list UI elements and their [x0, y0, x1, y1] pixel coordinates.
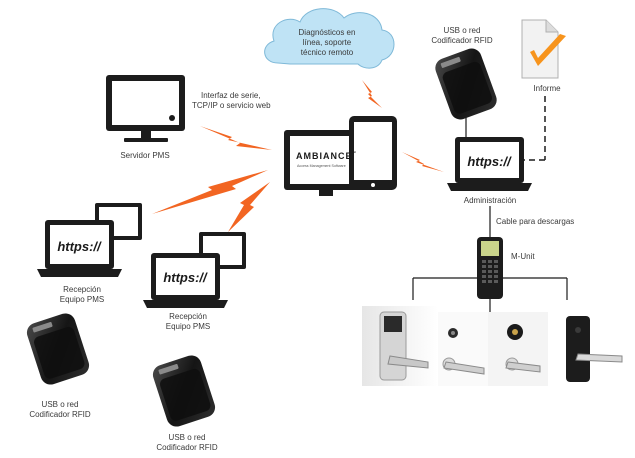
ambiance-logo: AMBIANCE: [296, 151, 353, 161]
reception-2-laptop-icon: [143, 253, 228, 308]
cloud-icon: [264, 8, 395, 69]
reception-1-url: https://: [57, 239, 102, 254]
reception-2-label-line-1: Recepción: [169, 312, 207, 321]
lock-connectors: [412, 277, 568, 314]
pms-server-label: Servidor PMS: [120, 151, 169, 160]
cloud-label-line-3: técnico remoto: [301, 48, 354, 57]
rfid-encoder-bottom-1-icon: [26, 313, 90, 385]
cloud-label-line-2: línea, soporte: [303, 38, 352, 47]
download-cable-label: Cable para descargas: [496, 217, 574, 226]
cloud-label-line-1: Diagnósticos en: [299, 28, 356, 37]
usb-bottom-1-label-line-2: Codificador RFID: [29, 410, 91, 419]
usb-bottom-2-label-line-1: USB o red: [169, 433, 206, 442]
door-lock-2-icon: [438, 312, 488, 386]
reception-1-label-line-2: Equipo PMS: [60, 295, 104, 304]
lightning-reception-2: [228, 182, 270, 232]
usb-bottom-1-label-line-1: USB o red: [42, 400, 79, 409]
lightning-server: [200, 126, 272, 150]
reception-1-laptop-icon: [37, 220, 122, 277]
tablet-icon: [349, 116, 397, 190]
pms-server-monitor-icon: [106, 75, 185, 142]
lightning-reception-1: [152, 170, 268, 214]
reception-1-label-line-1: Recepción: [63, 285, 101, 294]
lightning-admin: [402, 152, 444, 172]
reception-2-label-line-2: Equipo PMS: [166, 322, 210, 331]
usb-top-label-line-1: USB o red: [444, 26, 481, 35]
interface-label-line-1: Interfaz de serie,: [201, 91, 261, 100]
ambiance-subtitle: Access Management Software: [297, 164, 346, 168]
interface-label-line-2: TCP/IP o servicio web: [192, 101, 271, 110]
m-unit-icon: [477, 237, 503, 299]
usb-top-label-line-2: Codificador RFID: [431, 36, 493, 45]
admin-label: Administración: [464, 196, 516, 205]
door-lock-4-icon: [558, 306, 630, 386]
door-lock-3-icon: [488, 312, 548, 386]
report-icon: [521, 19, 566, 79]
lightning-cloud: [362, 80, 382, 108]
usb-bottom-2-label-line-2: Codificador RFID: [156, 443, 218, 452]
rfid-encoder-bottom-2-icon: [152, 355, 216, 427]
report-label: Informe: [533, 84, 561, 93]
lightning-bolts: [152, 80, 444, 232]
reception-2-url: https://: [163, 270, 208, 285]
m-unit-label: M-Unit: [511, 252, 535, 261]
admin-url: https://: [467, 154, 512, 169]
door-lock-1-icon: [362, 306, 438, 386]
rfid-encoder-top-icon: [435, 48, 497, 120]
ambiance-tm: ™: [352, 150, 356, 155]
admin-laptop-icon: [447, 137, 532, 191]
